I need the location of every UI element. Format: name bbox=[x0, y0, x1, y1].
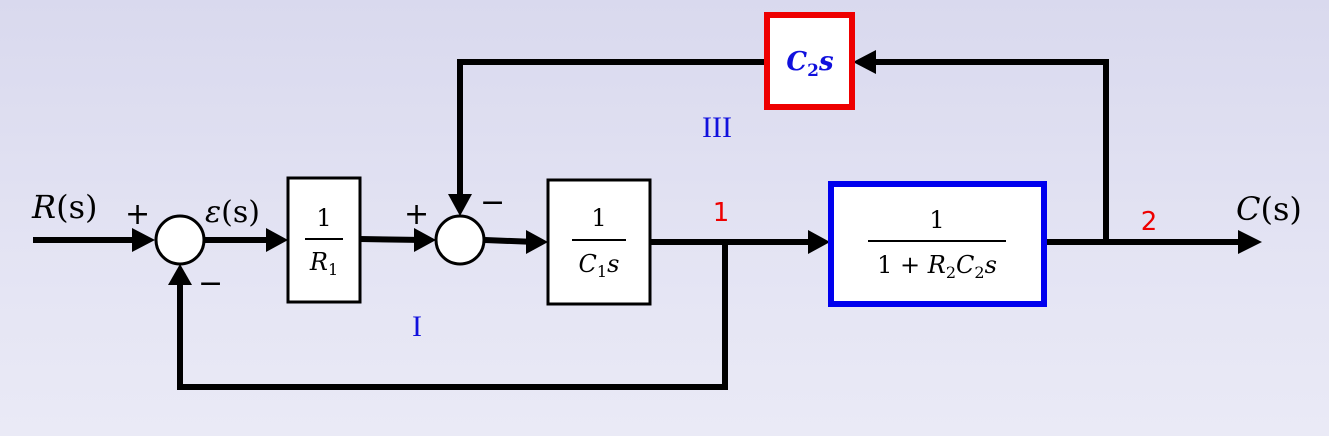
loop-label-i: I bbox=[412, 310, 422, 343]
error-arrow bbox=[266, 228, 288, 252]
sum1-plus-sign: + bbox=[125, 197, 150, 232]
feedback-transfer-function: C2s bbox=[786, 47, 834, 81]
error-signal-label: ε(s) bbox=[205, 195, 260, 230]
b2-denominator: C1s bbox=[579, 250, 620, 281]
output-arrow bbox=[1238, 230, 1262, 254]
loop1-feedback-wire bbox=[177, 242, 728, 390]
b1-denominator: R1 bbox=[309, 248, 338, 279]
loop3-feedback-wire-right bbox=[868, 59, 1109, 242]
b1-output-arrow bbox=[414, 228, 436, 252]
loop3-feedback-wire-left bbox=[457, 59, 767, 197]
block-1-over-1-plus-r2c2s: 1 1 + R2C2s bbox=[828, 181, 1047, 307]
node-label-1: 1 bbox=[713, 198, 730, 228]
node1-arrow bbox=[808, 230, 830, 254]
b3-numerator: 1 bbox=[929, 206, 944, 234]
sum2-output-arrow bbox=[526, 230, 548, 254]
b2-numerator: 1 bbox=[591, 204, 606, 232]
sum2-minus-sign: − bbox=[480, 185, 505, 220]
sum1-minus-sign: − bbox=[198, 266, 223, 301]
input-arrow bbox=[132, 228, 155, 252]
block-1-over-r1: 1 R1 bbox=[286, 176, 362, 304]
b3-denominator: 1 + R2C2s bbox=[877, 251, 997, 282]
summing-junction-1 bbox=[154, 214, 206, 266]
b1-output-wire bbox=[359, 236, 425, 243]
loop3-feedback-arrow-in bbox=[853, 50, 876, 74]
node-label-2: 2 bbox=[1141, 207, 1158, 237]
b1-numerator: 1 bbox=[316, 204, 331, 232]
input-signal-label: R(s) bbox=[31, 188, 97, 226]
sum2-plus-sign: + bbox=[404, 197, 429, 232]
summing-junction-2 bbox=[434, 214, 486, 266]
loop3-feedback-arrow-down bbox=[448, 194, 472, 216]
block-1-over-c1s: 1 C1s bbox=[546, 178, 652, 306]
loop1-feedback-arrow bbox=[168, 264, 192, 285]
loop-label-iii: III bbox=[702, 111, 732, 144]
b3-blue-frame bbox=[828, 181, 1047, 307]
output-signal-label: C(s) bbox=[1236, 190, 1302, 228]
feedback-block-c2s: C2s bbox=[764, 12, 855, 110]
feedback-red-frame bbox=[764, 12, 855, 110]
